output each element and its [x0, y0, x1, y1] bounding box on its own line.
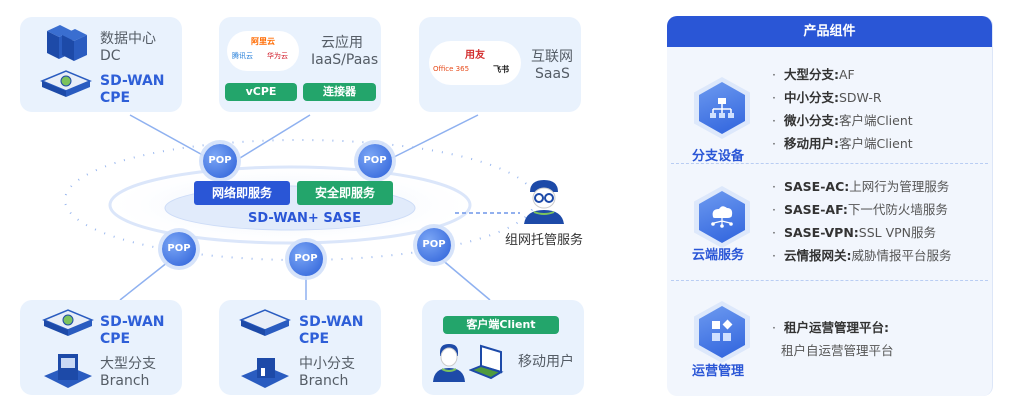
large-branch-title: 大型分支	[100, 356, 156, 372]
list-item: ·SASE-AF:下一代防火墙服务	[772, 202, 948, 217]
core-label: SD-WAN+ SASE	[248, 211, 361, 226]
list-item: ·大型分支:AF	[772, 67, 855, 82]
logo-tencent: 腾讯云	[232, 52, 253, 60]
logo-yonyou: 用友	[465, 50, 485, 61]
section-cloud-services: 云端服务 ·SASE-AC:上网行为管理服务 ·SASE-AF:下一代防火墙服务…	[667, 164, 993, 289]
card-small-branch: SD-WAN CPE 中小分支 Branch	[219, 300, 381, 395]
connector-button[interactable]: 连接器	[303, 83, 376, 101]
managed-service-label: 组网托管服务	[505, 233, 584, 248]
saas-title: 互联网	[531, 49, 573, 65]
small-branch-title: 中小分支	[299, 356, 355, 372]
card-saas: 用友 Office 365 飞书 互联网 SaaS	[419, 17, 581, 112]
card-cloud-app: 阿里云 腾讯云 华为云 云应用 IaaS/Paas vCPE 连接器	[219, 17, 381, 112]
small-branch-device-line1: SD-WAN	[299, 314, 364, 330]
pop-node-1[interactable]: POP	[203, 144, 237, 178]
panel-header: 产品组件	[667, 16, 992, 47]
pop-node-5[interactable]: POP	[417, 228, 451, 262]
line-pop-large	[119, 261, 169, 301]
cloud-app-title: 云应用	[321, 35, 363, 51]
user-icon	[433, 344, 465, 382]
list-item: ·移动用户:客户端Client	[772, 136, 913, 151]
mobile-title: 移动用户	[518, 354, 574, 370]
list-item: ·中小分支:SDW-R	[772, 90, 882, 105]
sdwan-cpe-icon	[40, 70, 92, 97]
large-building-icon	[44, 354, 92, 388]
orbit-ring-outer	[108, 165, 472, 245]
line-saas-pop	[391, 114, 479, 159]
dc-title: 数据中心	[100, 31, 156, 47]
sdwan-cpe-icon	[42, 309, 94, 336]
small-branch-subtitle: Branch	[299, 373, 349, 389]
network-as-service-button[interactable]: 网络即服务	[194, 181, 290, 205]
logo-feishu: 飞书	[493, 65, 509, 74]
dc-device-line2: CPE	[100, 90, 131, 106]
pop-node-3[interactable]: POP	[162, 232, 196, 266]
section-divider	[671, 163, 988, 164]
card-mobile-user: 客户端Client 移动用户	[422, 300, 584, 395]
section-title: 云端服务	[692, 248, 745, 263]
section-title: 运营管理	[692, 364, 745, 379]
cloud-app-subtitle: IaaS/Paas	[311, 52, 379, 68]
section-list: ·SASE-AC:上网行为管理服务 ·SASE-AF:下一代防火墙服务 ·SAS…	[772, 175, 952, 267]
small-building-icon	[241, 358, 289, 388]
list-item: ·SASE-AC:上网行为管理服务	[772, 179, 950, 194]
dashboard-apps-icon	[699, 306, 745, 358]
engineer-icon	[524, 180, 564, 224]
server-icon	[47, 25, 87, 61]
vcpe-button[interactable]: vCPE	[225, 83, 297, 101]
cloud-network-icon	[699, 191, 745, 243]
section-branch-devices: 分支设备 ·大型分支:AF ·中小分支:SDW-R ·微小分支:客户端Clien…	[667, 47, 993, 177]
card-data-center: 数据中心 DC SD-WAN CPE	[20, 17, 182, 112]
dc-device-line1: SD-WAN	[100, 73, 165, 89]
list-item: ·云情报网关:威胁情报平台服务	[772, 248, 952, 263]
saas-logos: 用友 Office 365 飞书	[429, 41, 521, 85]
large-branch-device-line1: SD-WAN	[100, 314, 165, 330]
product-components-panel: 产品组件 分支设备 ·大型分支:AF ·中小分支:SDW-R ·微小分支:客户端…	[667, 16, 993, 396]
saas-subtitle: SaaS	[535, 66, 570, 82]
section-list: ·大型分支:AF ·中小分支:SDW-R ·微小分支:客户端Client ·移动…	[772, 63, 913, 155]
line-cloud-pop	[239, 114, 311, 159]
section-operations: 运营管理 ·租户运营管理平台: 租户自运营管理平台	[667, 281, 993, 396]
client-button[interactable]: 客户端Client	[443, 316, 559, 334]
list-item: ·租户运营管理平台:	[772, 320, 889, 335]
security-as-service-button[interactable]: 安全即服务	[297, 181, 393, 205]
sdwan-cpe-icon	[239, 309, 291, 336]
logo-aliyun: 阿里云	[251, 37, 275, 46]
list-item: ·微小分支:客户端Client	[772, 113, 913, 128]
line-pop-mobile	[439, 257, 491, 301]
logo-office365: Office 365	[433, 65, 470, 73]
laptop-icon	[469, 344, 504, 380]
section-list: ·租户运营管理平台: 租户自运营管理平台	[772, 316, 894, 362]
section-title: 分支设备	[692, 149, 745, 164]
cloud-logos: 阿里云 腾讯云 华为云	[227, 31, 299, 71]
list-item: ·SASE-VPN:SSL VPN服务	[772, 225, 937, 240]
org-chart-icon	[699, 82, 745, 134]
large-branch-subtitle: Branch	[100, 373, 150, 389]
small-branch-device-line2: CPE	[299, 331, 330, 347]
card-large-branch: SD-WAN CPE 大型分支 Branch	[20, 300, 182, 395]
dc-subtitle: DC	[100, 48, 121, 64]
logo-huawei: 华为云	[267, 52, 288, 60]
pop-node-2[interactable]: POP	[358, 144, 392, 178]
list-item-subtext: 租户自运营管理平台	[781, 343, 894, 358]
line-dc-pop	[129, 114, 209, 159]
large-branch-device-line2: CPE	[100, 331, 131, 347]
section-divider	[671, 280, 988, 281]
pop-node-4[interactable]: POP	[289, 242, 323, 276]
